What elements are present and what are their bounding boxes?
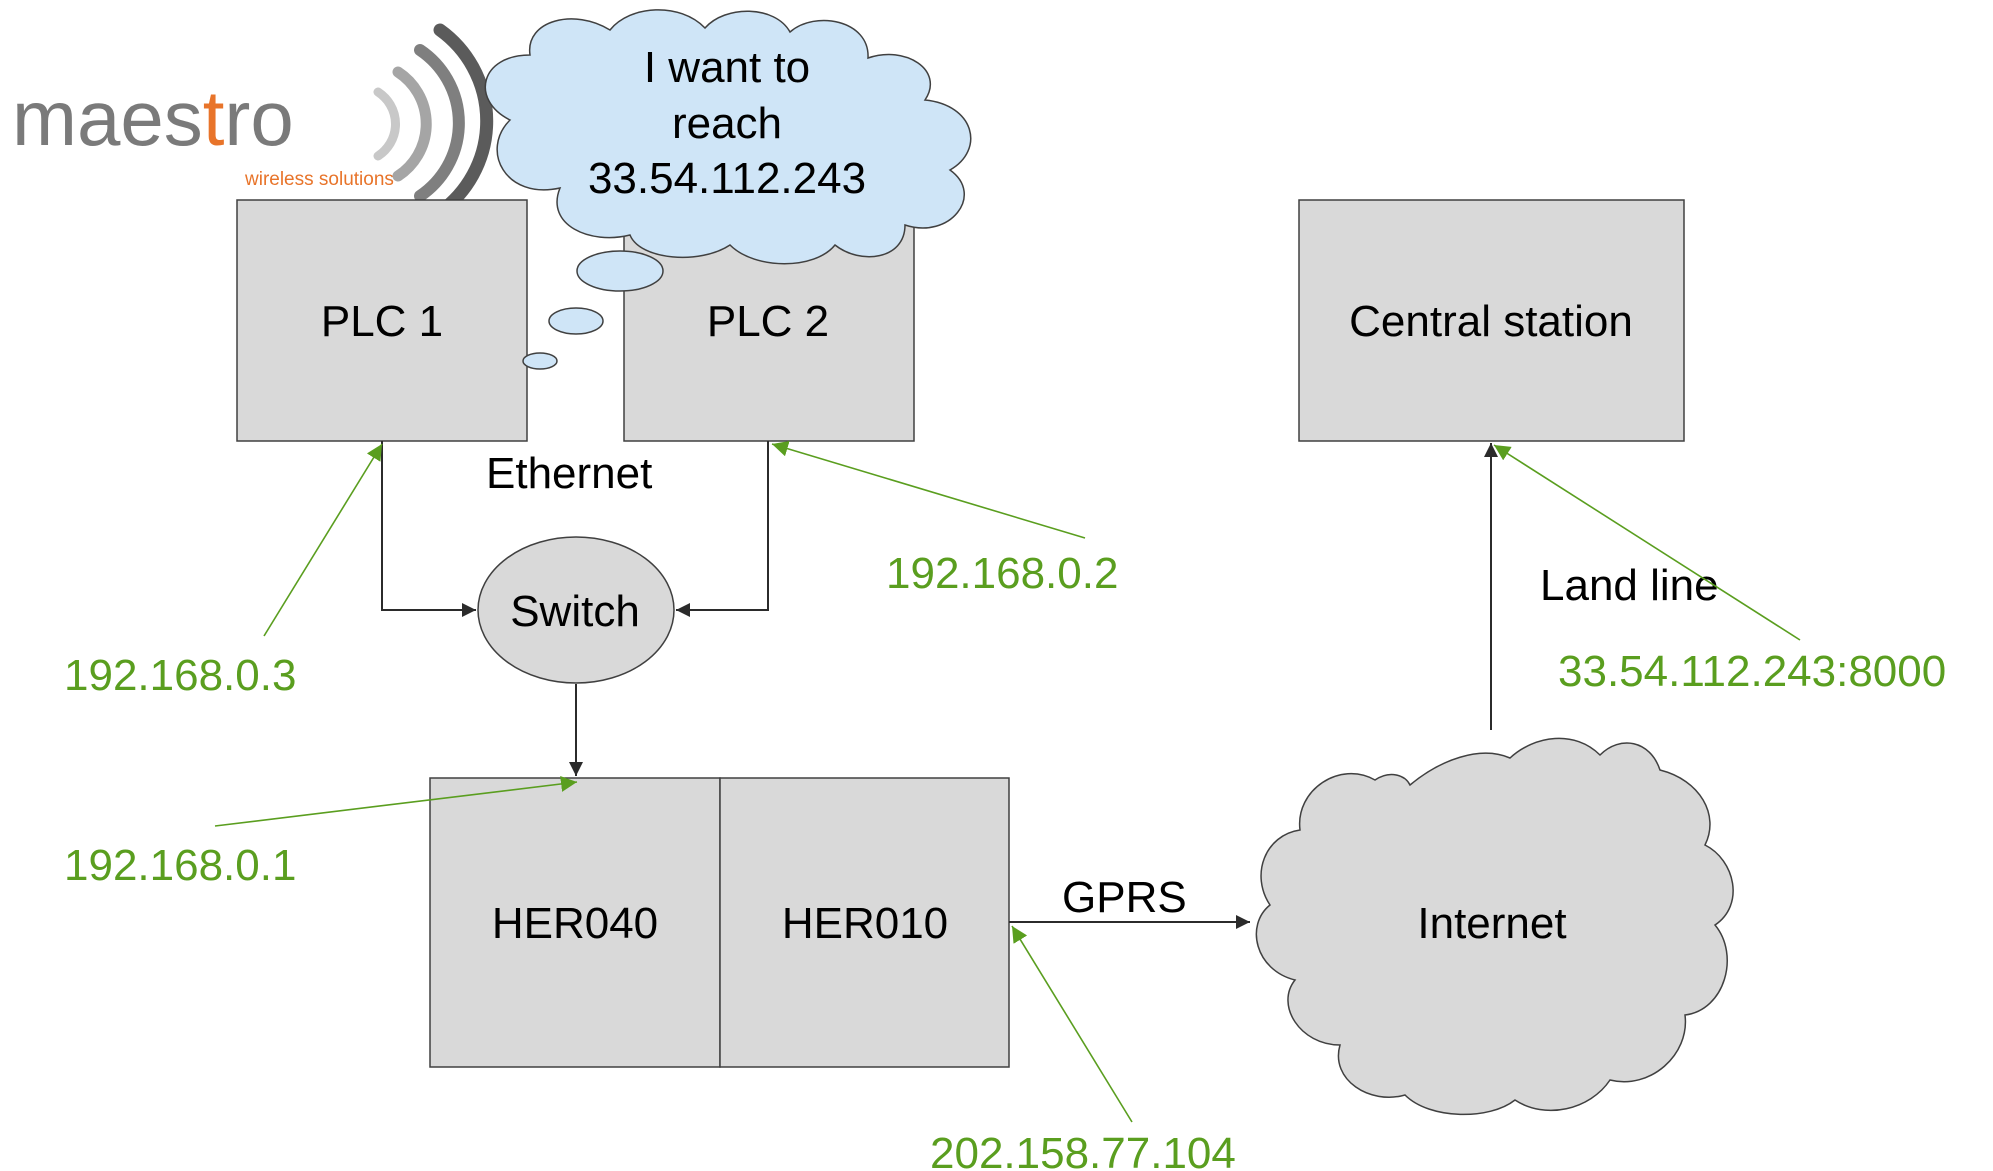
central-address: 33.54.112.243:8000 (1558, 647, 1946, 696)
plc2-address-pointer (771, 440, 1086, 539)
plc2-address: 192.168.0.2 (886, 549, 1118, 598)
ethernet-label: Ethernet (486, 449, 652, 498)
plc1-box: PLC 1 (236, 199, 528, 442)
plc2-label: PLC 2 (707, 297, 829, 346)
thought-bubble-medium (548, 307, 604, 335)
thought-line-2: reach (672, 99, 782, 148)
signal-waves-icon (373, 23, 494, 219)
plc1-address-pointer (263, 443, 383, 637)
her040-label: HER040 (492, 899, 658, 948)
internet-label: Internet (1417, 899, 1566, 948)
landline-label: Land line (1540, 561, 1719, 610)
plc1-address: 192.168.0.3 (64, 651, 296, 700)
her010-label: HER010 (782, 899, 948, 948)
switch-node: Switch (477, 536, 675, 684)
plc1-label: PLC 1 (321, 297, 443, 346)
her040-address-pointer (214, 775, 578, 827)
connections (381, 441, 1498, 929)
central-station-label: Central station (1349, 297, 1633, 346)
her010-address: 202.158.77.104 (930, 1129, 1236, 1171)
her040-address: 192.168.0.1 (64, 841, 296, 890)
her010-address-pointer (1011, 925, 1133, 1123)
thought-line-3: 33.54.112.243 (588, 154, 866, 203)
switch-label: Switch (510, 587, 640, 636)
plc1-switch-link (381, 441, 476, 617)
maestro-logo: maestro wireless solutions (12, 23, 494, 219)
central-address-pointer (1493, 444, 1801, 641)
gprs-label: GPRS (1062, 873, 1187, 922)
logo-brand: maestro (12, 74, 294, 162)
thought-line-1: I want to (644, 43, 810, 92)
internet-cloud: Internet (1255, 737, 1734, 1116)
central-station-box: Central station (1298, 199, 1685, 442)
thought-bubble-large (576, 250, 664, 292)
thought-bubble-small (522, 352, 558, 370)
logo-tagline: wireless solutions (244, 169, 394, 190)
her040-box: HER040 (429, 777, 721, 1068)
address-callouts: 192.168.0.3 192.168.0.2 192.168.0.1 202.… (64, 440, 1946, 1171)
her010-box: HER010 (719, 777, 1010, 1068)
plc2-switch-link (676, 441, 769, 617)
thought-cloud: I want to reach 33.54.112.243 (484, 9, 972, 370)
